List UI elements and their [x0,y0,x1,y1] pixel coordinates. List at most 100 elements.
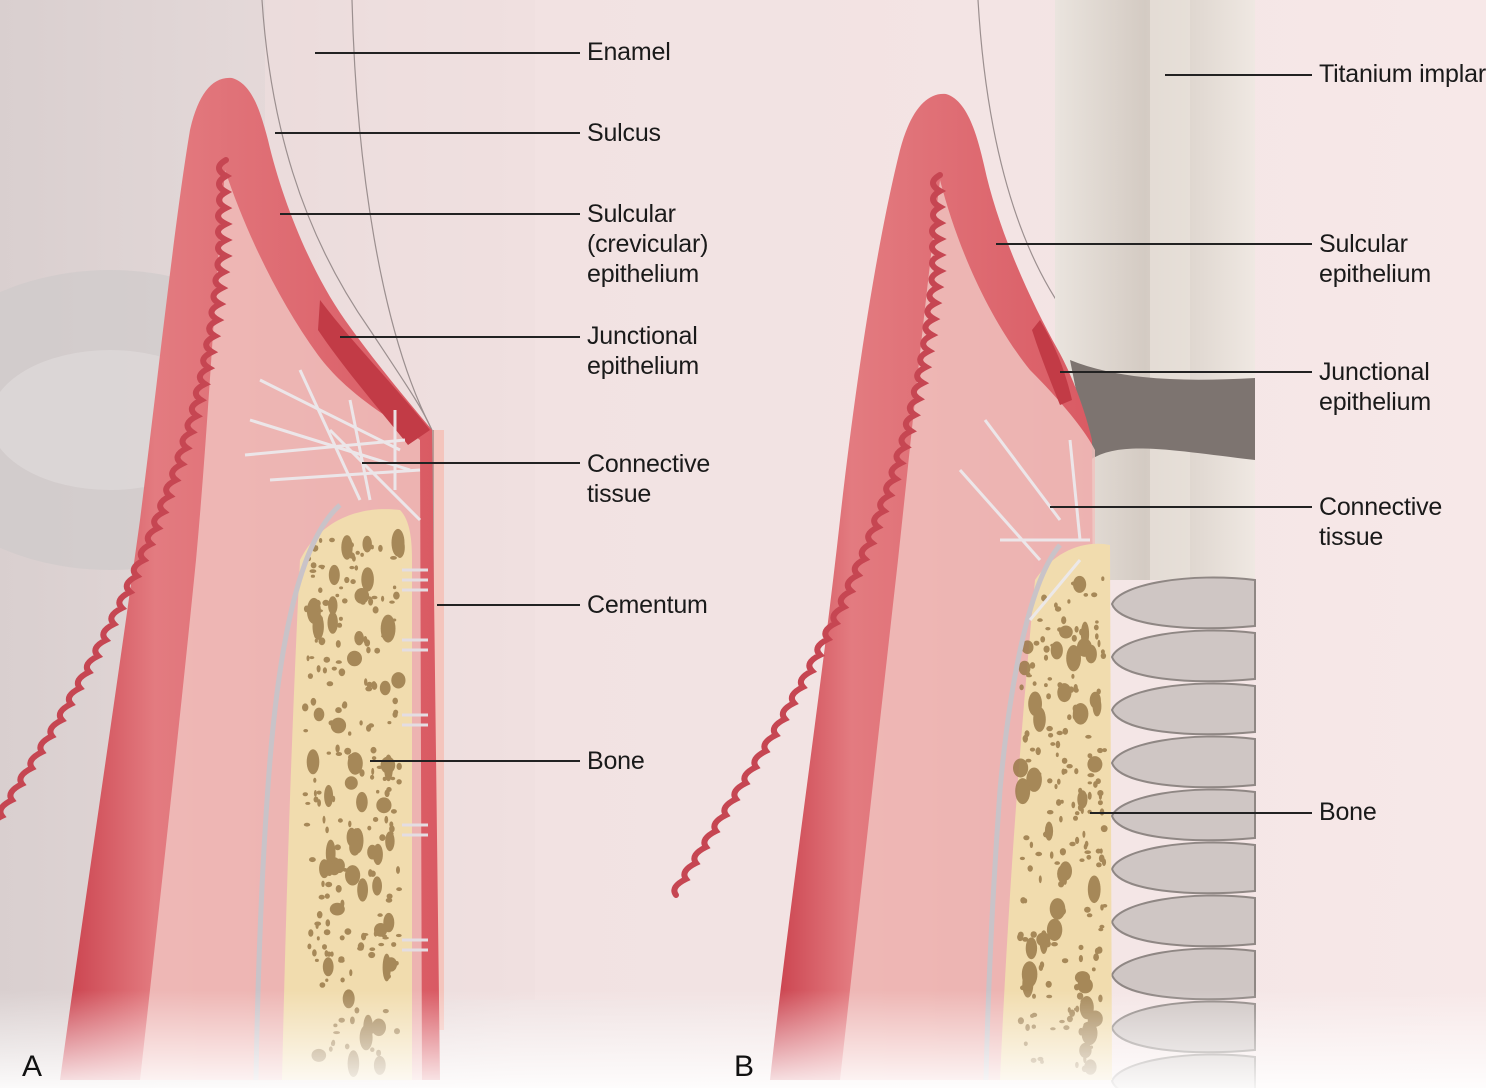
bone-pore [356,551,360,555]
bone-pore [1061,616,1066,624]
bone-pore [378,545,383,552]
bone-pore [314,708,325,722]
bone-pore [329,565,340,585]
bone-pore [1033,707,1046,732]
bone-pore [388,831,394,836]
bone-pore [1034,641,1040,646]
bone-pore [1073,816,1078,821]
bone-pore [329,538,335,543]
bone-pore [360,553,364,557]
bone-pore [371,596,377,600]
bone-pore [1037,618,1043,622]
bone-pore [324,657,331,663]
bone-pore [336,660,342,664]
bone-pore [314,790,317,797]
bone-pore [1093,696,1102,716]
bone-pore [1079,955,1083,962]
bone-pore [1099,855,1105,863]
bone-pore [305,802,310,805]
bone-pore [336,640,341,648]
bone-pore [389,821,393,827]
bone-pore [325,979,328,982]
bone-pore [1101,825,1108,832]
bone-pore [324,785,333,807]
bone-pore [303,792,308,796]
bone-pore [339,586,343,589]
bone-pore [332,667,337,671]
bone-pore [315,600,321,607]
bone-pore [317,936,320,940]
bone-pore [334,859,345,873]
bone-pore [1075,837,1079,844]
bone-pore [1062,758,1068,764]
bone-pore [307,655,310,661]
bone-pore [361,567,374,591]
label-sulcular-crevicular-epithelium: Sulcular (crevicular) epithelium [587,199,708,289]
bone-pore [340,978,344,983]
label-connective-tissue-a: Connective tissue [587,449,710,509]
bone-pore [348,731,351,735]
bone-pore [1097,748,1103,753]
bone-pore [377,913,382,917]
bone-pore [326,919,331,926]
label-junctional-epithelium-b: Junctional epithelium [1319,357,1431,417]
bone-pore [1077,790,1087,808]
bone-pore [1030,748,1035,752]
bone-pore [1020,897,1026,903]
bone-pore [363,536,372,553]
bone-pore [1084,907,1091,913]
bone-pore [313,613,324,640]
bone-pore [1084,593,1089,597]
bone-pore [372,756,376,760]
bone-pore [335,594,339,597]
bone-pore [335,721,341,727]
bone-pore [307,749,320,774]
bone-pore [1096,887,1100,892]
bone-pore [376,790,379,794]
bone-pore [385,790,390,798]
bone-pore [380,681,391,695]
bone-pore [1025,730,1030,737]
bone-pore [307,944,311,950]
bone-pore [325,861,333,876]
bone-pore [1035,852,1042,856]
label-sulcular-epithelium: Sulcular epithelium [1319,229,1431,289]
bone-pore [396,779,401,784]
bone-pore [1088,792,1092,800]
bone-pore [1059,816,1063,823]
bone-pore [335,844,341,850]
bone-pore [379,834,385,841]
bone-pore [1069,842,1075,847]
bone-pore [344,748,351,755]
bone-pore [374,648,380,654]
bone-pore [381,596,384,602]
bone-pore [371,747,377,754]
bone-pore [1085,652,1092,657]
bone-pore [349,839,360,855]
bone-pore [1039,875,1042,883]
bone-pore [349,566,354,569]
bone-pore [314,797,319,803]
bone-pore [338,907,342,911]
bone-pore [1071,674,1074,679]
bone-pore [1075,626,1079,633]
bone-pore [1017,933,1023,941]
bone-pore [1097,689,1101,695]
bone-pore [1056,741,1061,749]
bone-pore [383,954,391,982]
bone-pore [1056,753,1059,758]
label-bone-a: Bone [587,746,645,776]
bone-pore [347,651,362,667]
bone-pore [328,612,338,634]
label-bone-b: Bone [1319,797,1377,827]
bone-pore [336,885,342,893]
bone-pore [349,969,352,976]
bone-pore [369,947,375,951]
label-titanium-implant: Titanium implar [1319,59,1486,89]
bone-pore [397,763,402,770]
bone-pore [357,878,368,901]
bone-pore [396,934,402,937]
bone-pore [1050,742,1055,746]
bone-pore [302,703,308,711]
